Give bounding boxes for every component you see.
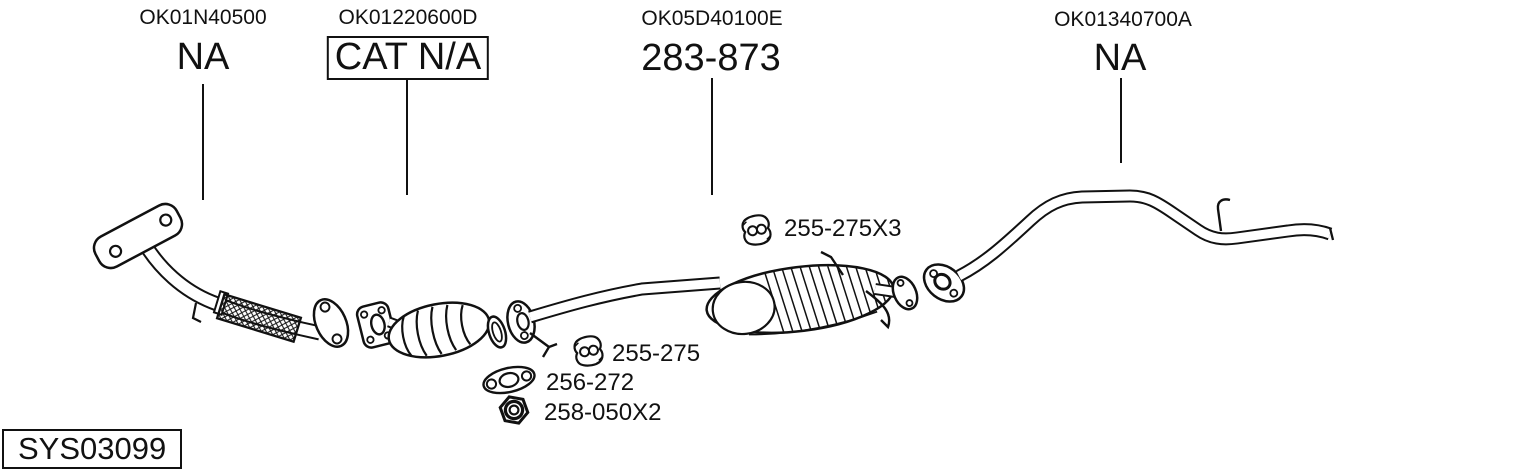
- catalytic-converter: [355, 301, 508, 359]
- front-pipe-end-flange: [312, 298, 350, 348]
- part-label-front-pipe: NA: [176, 36, 230, 78]
- hanger-rod: [529, 332, 558, 358]
- hex-nut-icon: [498, 395, 530, 425]
- pipe-bracket: [191, 302, 202, 323]
- hardware-label-nut: 258-050X2: [544, 399, 662, 426]
- part-code-catalyst: OK01220600D: [338, 6, 478, 29]
- callout-leader-lines: [202, 78, 1122, 200]
- tail-pipe: [922, 189, 1335, 303]
- system-id-box: SYS03099: [2, 429, 183, 470]
- rubber-hanger-icon: [571, 333, 606, 369]
- cat-outlet-ring: [486, 315, 508, 349]
- part-code-muffler: OK05D40100E: [641, 7, 783, 30]
- flange-gasket-icon: [482, 365, 536, 395]
- part-label-muffler: 283-873: [641, 37, 781, 79]
- cat-body: [387, 301, 491, 359]
- muffler-outlet-flange: [891, 275, 919, 311]
- part-code-front-pipe: OK01N40500: [139, 6, 267, 29]
- center-pipe-flange: [506, 300, 536, 344]
- hardware-label-gasket: 256-272: [546, 369, 635, 396]
- muffler-body: [705, 256, 897, 336]
- hanger-rod: [820, 250, 844, 276]
- flex-braid-section: [215, 292, 303, 344]
- cat-inlet-flange: [355, 301, 397, 349]
- part-label-catalyst: CAT N/A: [326, 36, 490, 80]
- part-code-tail-pipe: OK01340700A: [1054, 8, 1192, 31]
- rubber-hanger-icon: [739, 212, 774, 248]
- front-flange: [92, 202, 184, 270]
- hardware-label-hanger: 255-275: [612, 340, 701, 367]
- center-muffler-assembly: [506, 250, 919, 358]
- tail-pipe-flange: [922, 263, 966, 303]
- hardware-label-hanger-x3: 255-275X3: [784, 215, 902, 242]
- front-pipe: [92, 202, 350, 348]
- hanger-rod: [865, 290, 891, 330]
- part-label-tail-pipe: NA: [1093, 37, 1147, 79]
- hanger-rod: [1216, 198, 1231, 232]
